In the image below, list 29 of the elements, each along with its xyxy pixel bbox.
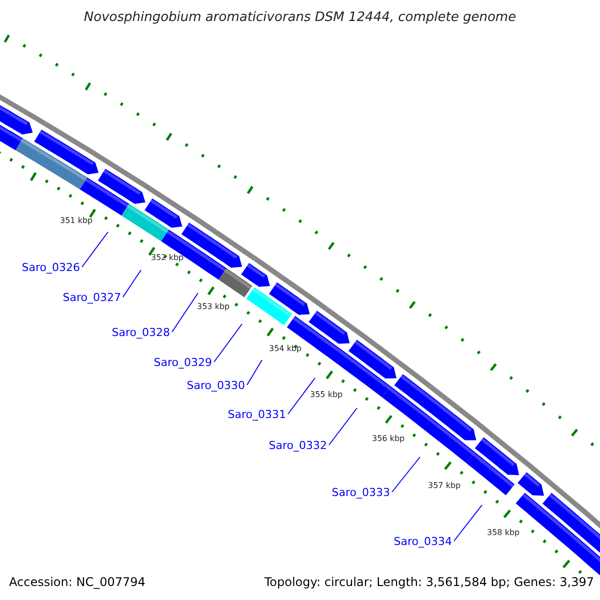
gene-label: Saro_0333 xyxy=(332,487,390,498)
scale-label: 358 kbp xyxy=(487,529,520,537)
gene-label: Saro_0326 xyxy=(22,262,80,273)
scale-label: 351 kbp xyxy=(60,217,93,225)
leader-line xyxy=(392,456,420,492)
gene-label: Saro_0331 xyxy=(228,409,286,420)
gene-label: Saro_0328 xyxy=(112,327,170,338)
leader-line xyxy=(122,270,142,298)
scale-label: 353 kbp xyxy=(197,303,230,311)
leader-line xyxy=(454,504,482,542)
gene-label: Saro_0332 xyxy=(268,440,327,451)
scale-label: 352 kbp xyxy=(151,254,184,262)
scale-label: 354 kbp xyxy=(269,345,302,353)
scale-label: 357 kbp xyxy=(428,482,461,490)
scale-label: 356 kbp xyxy=(372,435,405,443)
gene-label: Saro_0334 xyxy=(394,536,452,547)
leader-line xyxy=(328,408,358,446)
footer-text: Topology: circular; Length: 3,561,584 bp; Genes: 3,397 xyxy=(264,576,594,588)
footer-text: Accession: NC_007794 xyxy=(9,576,146,588)
gene-label: Saro_0329 xyxy=(154,357,212,368)
leader-line xyxy=(214,324,242,362)
leader-line xyxy=(246,360,262,386)
leader-line xyxy=(82,232,108,268)
leader-line xyxy=(288,378,316,414)
map-title: Novosphingobium aromaticivorans DSM 12444, complete genome xyxy=(82,11,518,24)
gene-label: Saro_0327 xyxy=(62,292,121,303)
scale-label: 355 kbp xyxy=(310,391,343,399)
leader-line xyxy=(172,292,198,332)
gene-label: Saro_0330 xyxy=(186,380,245,391)
